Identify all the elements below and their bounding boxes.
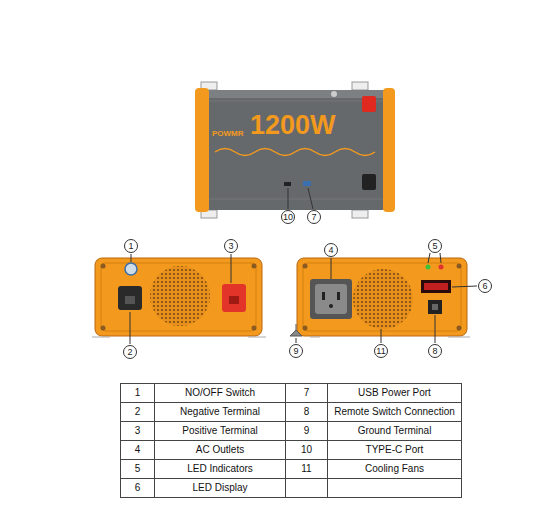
part-number: 6 <box>135 482 141 493</box>
table-cell: Remote Switch Connection <box>328 403 462 422</box>
callout-circle: 3 <box>224 239 238 253</box>
part-name: NO/OFF Switch <box>185 387 255 398</box>
part-name: Ground Terminal <box>358 425 432 436</box>
table-cell: LED Indicators <box>155 460 286 479</box>
callout-number: 11 <box>376 347 385 356</box>
callout-circle: 8 <box>428 344 442 358</box>
callout-circle: 10 <box>281 210 295 224</box>
table-row: 6 LED Display <box>121 479 462 498</box>
callout-number: 7 <box>311 213 316 222</box>
part-number: 2 <box>135 406 141 417</box>
callout-number: 3 <box>228 242 233 251</box>
left-end-view <box>92 258 266 337</box>
part-number: 10 <box>301 444 312 455</box>
part-name: AC Outlets <box>196 444 244 455</box>
callout-number: 8 <box>432 347 437 356</box>
table-cell: 11 <box>286 460 328 479</box>
part-name: LED Indicators <box>187 463 253 474</box>
table-cell: 9 <box>286 422 328 441</box>
part-number: 7 <box>304 387 310 398</box>
table-cell: AC Outlets <box>155 441 286 460</box>
table-cell <box>328 479 462 498</box>
callout-number: 9 <box>293 347 298 356</box>
part-name: Negative Terminal <box>180 406 260 417</box>
table-cell: NO/OFF Switch <box>155 384 286 403</box>
part-number: 11 <box>301 463 311 474</box>
part-number: 9 <box>304 425 310 436</box>
table-cell: Negative Terminal <box>155 403 286 422</box>
part-name: Positive Terminal <box>182 425 257 436</box>
table-row: 3 Positive Terminal 9 Ground Terminal <box>121 422 462 441</box>
callout-circle: 7 <box>307 210 321 224</box>
callout-circle: 2 <box>123 345 137 359</box>
callout-number: 2 <box>127 348 132 357</box>
table-row: 4 AC Outlets 10 TYPE-C Port <box>121 441 462 460</box>
callout-number: 1 <box>128 242 133 251</box>
table-cell: 3 <box>121 422 155 441</box>
callout-number: 5 <box>432 242 437 251</box>
leader-lines <box>130 188 477 344</box>
part-name: USB Power Port <box>358 387 431 398</box>
table-cell <box>286 479 328 498</box>
power-rating: 1200W <box>250 112 336 139</box>
part-name: LED Display <box>192 482 247 493</box>
table-cell: LED Display <box>155 479 286 498</box>
part-number: 8 <box>304 406 310 417</box>
part-number: 4 <box>135 444 141 455</box>
brand-logo: POWMR <box>212 130 244 138</box>
table-cell: 1 <box>121 384 155 403</box>
part-name: Cooling Fans <box>365 463 424 474</box>
table-cell: 2 <box>121 403 155 422</box>
top-view <box>195 82 395 218</box>
callout-circle: 11 <box>374 344 388 358</box>
callout-number: 10 <box>283 213 293 222</box>
callout-circle: 9 <box>289 344 303 358</box>
callout-number: 6 <box>482 282 487 291</box>
callout-circle: 6 <box>478 279 492 293</box>
parts-table: 1 NO/OFF Switch 7 USB Power Port 2 Negative T… <box>120 383 462 498</box>
table-cell: 7 <box>286 384 328 403</box>
table-cell: Ground Terminal <box>328 422 462 441</box>
part-name: TYPE-C Port <box>366 444 424 455</box>
part-number: 1 <box>135 387 141 398</box>
table-cell: TYPE-C Port <box>328 441 462 460</box>
table-cell: Cooling Fans <box>328 460 462 479</box>
table-row: 1 NO/OFF Switch 7 USB Power Port <box>121 384 462 403</box>
table-row: 2 Negative Terminal 8 Remote Switch Connect… <box>121 403 462 422</box>
callout-number: 4 <box>328 246 333 255</box>
table-cell: 10 <box>286 441 328 460</box>
callout-circle: 4 <box>324 243 338 257</box>
table-cell: USB Power Port <box>328 384 462 403</box>
table-cell: 6 <box>121 479 155 498</box>
right-end-view <box>290 258 470 337</box>
part-name: Remote Switch Connection <box>334 406 455 417</box>
table-cell: 5 <box>121 460 155 479</box>
table-cell: 8 <box>286 403 328 422</box>
table-cell: 4 <box>121 441 155 460</box>
part-number: 5 <box>135 463 141 474</box>
table-row: 5 LED Indicators 11 Cooling Fans <box>121 460 462 479</box>
callout-circle: 5 <box>428 239 442 253</box>
table-cell: Positive Terminal <box>155 422 286 441</box>
callout-circle: 1 <box>124 239 138 253</box>
part-number: 3 <box>135 425 141 436</box>
